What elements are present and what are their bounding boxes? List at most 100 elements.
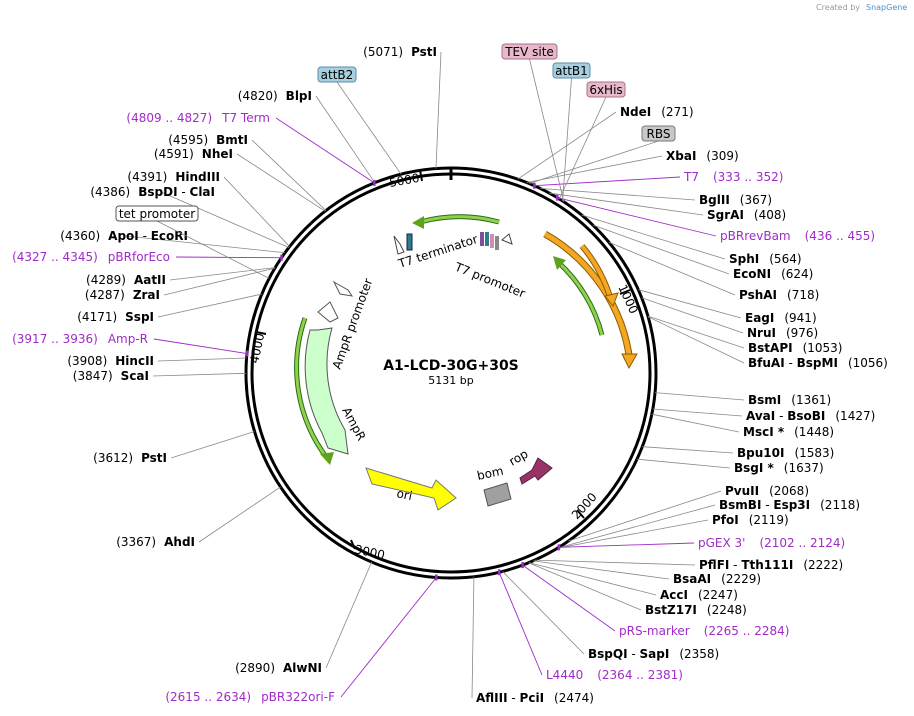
enzyme-leader-ahdi xyxy=(198,486,281,543)
feature-box-rbs: RBS xyxy=(529,125,676,184)
primer-range: (436 .. 455) xyxy=(805,229,875,243)
enzyme-label-bglii: BglII(367) xyxy=(699,193,772,207)
primer-name: pGEX 3' xyxy=(698,536,745,550)
primer-range: (2615 .. 2634) xyxy=(165,690,251,704)
enzyme-site-econi: EcoNI(624) xyxy=(733,267,813,281)
enzyme-label-bsmbi: BsmBI - Esp3I(2118) xyxy=(719,498,860,512)
svg-text:4000: 4000 xyxy=(247,332,267,365)
enzyme-leader-alwni xyxy=(325,561,373,669)
enzyme-leader-pshai xyxy=(608,241,736,296)
enzyme-name: PfoI xyxy=(712,513,739,527)
enzyme-label-econi: EcoNI(624) xyxy=(733,267,813,281)
primer-range: (4809 .. 4827) xyxy=(126,111,212,125)
enzyme-separator: - xyxy=(785,356,797,370)
enzyme-label-avai: AvaI - BsoBI(1427) xyxy=(746,409,875,423)
enzyme-site-bstapi: BstAPI(1053) xyxy=(748,341,842,355)
enzyme-position: (2474) xyxy=(554,691,594,705)
primer-name: T7 xyxy=(683,170,699,184)
enzyme-position: (1448) xyxy=(794,425,834,439)
enzyme-label-nhei: (4591)NheI xyxy=(154,147,233,161)
enzyme-label-sspi: (4171)SspI xyxy=(77,310,154,324)
primer-leader-ampr xyxy=(153,338,247,354)
enzyme-site-msci: MscI * (1448) xyxy=(743,425,834,439)
enzyme-name: ZraI xyxy=(133,288,160,302)
enzyme-leader-pvuii xyxy=(568,490,722,542)
label-t7-promoter: T7 promoter xyxy=(452,259,527,300)
enzyme-name: MscI * xyxy=(743,425,785,439)
enzyme-site-nrui: NruI(976) xyxy=(747,326,818,340)
feature-box-label: TEV site xyxy=(504,45,554,59)
enzyme-name: AvaI xyxy=(746,409,775,423)
enzyme-label-pvuii: PvuII(2068) xyxy=(725,484,809,498)
enzyme-site-sgrai: SgrAI (408) xyxy=(707,208,786,222)
svg-text:5000: 5000 xyxy=(388,171,421,190)
enzyme-name: EagI xyxy=(745,311,774,325)
primer-leader-pgex3 xyxy=(558,542,695,548)
primer-range: (2265 .. 2284) xyxy=(704,624,790,638)
enzyme-name: SgrAI xyxy=(707,208,744,222)
enzyme-name: ApoI xyxy=(108,229,139,243)
enzyme-leader-bsaai xyxy=(533,560,670,580)
enzyme-leader-psti2 xyxy=(170,431,255,459)
primer-leader-t7 xyxy=(534,176,681,187)
enzyme-name: BspDI xyxy=(138,185,177,199)
enzyme-name: AhdI xyxy=(164,535,195,549)
enzyme-position: (408) xyxy=(754,208,786,222)
enzyme-site-pvuii: PvuII(2068) xyxy=(725,484,809,498)
enzyme-leader-nhei xyxy=(236,153,326,212)
enzyme-site-sspi: (4171)SspI xyxy=(77,310,154,324)
enzyme-leader-psti1 xyxy=(435,51,442,169)
enzyme-position: (367) xyxy=(740,193,772,207)
enzyme-separator: - xyxy=(775,409,787,423)
feature-box-attb1: attB1 xyxy=(552,62,591,202)
enzyme-leader-blpi xyxy=(315,95,376,183)
enzyme-name: BsmI xyxy=(748,393,781,407)
enzyme-label-pfoi: PfoI(2119) xyxy=(712,513,789,527)
enzyme-label-bmti: (4595)BmtI xyxy=(168,133,248,147)
enzyme-leader-bstapi xyxy=(647,315,745,349)
enzyme-site-pflfi: PflFI - Tth111I(2222) xyxy=(699,558,843,572)
enzyme-position: (2890) xyxy=(235,661,275,675)
enzyme-leader-bstz17i xyxy=(528,562,642,611)
snapgene-logo: SnapGene xyxy=(866,3,907,12)
enzyme-position: (4386) xyxy=(90,185,130,199)
primer-site-t7: T7(333 .. 352) xyxy=(533,170,783,189)
enzyme-position: (3908) xyxy=(67,354,107,368)
enzyme-position: (2247) xyxy=(698,588,738,602)
enzyme-label-sgrai: SgrAI (408) xyxy=(707,208,786,222)
primer-label-prsmarker: pRS-marker(2265 .. 2284) xyxy=(619,624,789,638)
feature-t7-terminator-arrow xyxy=(412,214,500,229)
enzyme-leader-msci xyxy=(651,413,740,433)
enzyme-leader-hincii xyxy=(157,357,247,362)
enzyme-name-2: BsoBI xyxy=(787,409,825,423)
primer-site-l4440: L4440(2364 .. 2381) xyxy=(497,569,683,682)
enzyme-leader-bsmi xyxy=(655,392,745,401)
enzyme-leader-bsgi xyxy=(636,458,731,469)
enzyme-position: (2222) xyxy=(803,558,843,572)
feature-box-label: tet promoter xyxy=(119,207,195,221)
primer-site-pbr322ori: (2615 .. 2634) pBR322ori-F xyxy=(165,574,438,704)
enzyme-site-bpu10i: Bpu10I(1583) xyxy=(737,446,834,460)
enzyme-site-pfoi: PfoI(2119) xyxy=(712,513,789,527)
primer-leader-pbrrevbam xyxy=(557,197,717,237)
enzyme-name: ScaI xyxy=(121,369,149,383)
tick-5000: 5000 xyxy=(388,169,423,190)
enzyme-label-nrui: NruI(976) xyxy=(747,326,818,340)
enzyme-site-psti1: (5071)PstI xyxy=(363,45,437,59)
enzyme-name-2: Esp3I xyxy=(773,498,810,512)
label-ori: ori xyxy=(395,486,413,503)
enzyme-site-sphi: SphI(564) xyxy=(729,252,802,266)
enzyme-name: HindIII xyxy=(175,170,220,184)
plasmid-length: 5131 bp xyxy=(428,374,473,387)
enzyme-position: (4287) xyxy=(85,288,125,302)
enzyme-label-pflfi: PflFI - Tth111I(2222) xyxy=(699,558,843,572)
enzyme-site-acci: AccI(2247) xyxy=(660,588,738,602)
feature-ori-arrow xyxy=(365,467,457,511)
primer-site-pbrrevbam: pBRrevBam(436 .. 455) xyxy=(556,194,875,243)
enzyme-position: (271) xyxy=(661,105,693,119)
primer-name: pBR322ori-F xyxy=(261,690,335,704)
enzyme-name: PvuII xyxy=(725,484,759,498)
enzyme-site-ahdi: (3367)AhdI xyxy=(116,535,195,549)
